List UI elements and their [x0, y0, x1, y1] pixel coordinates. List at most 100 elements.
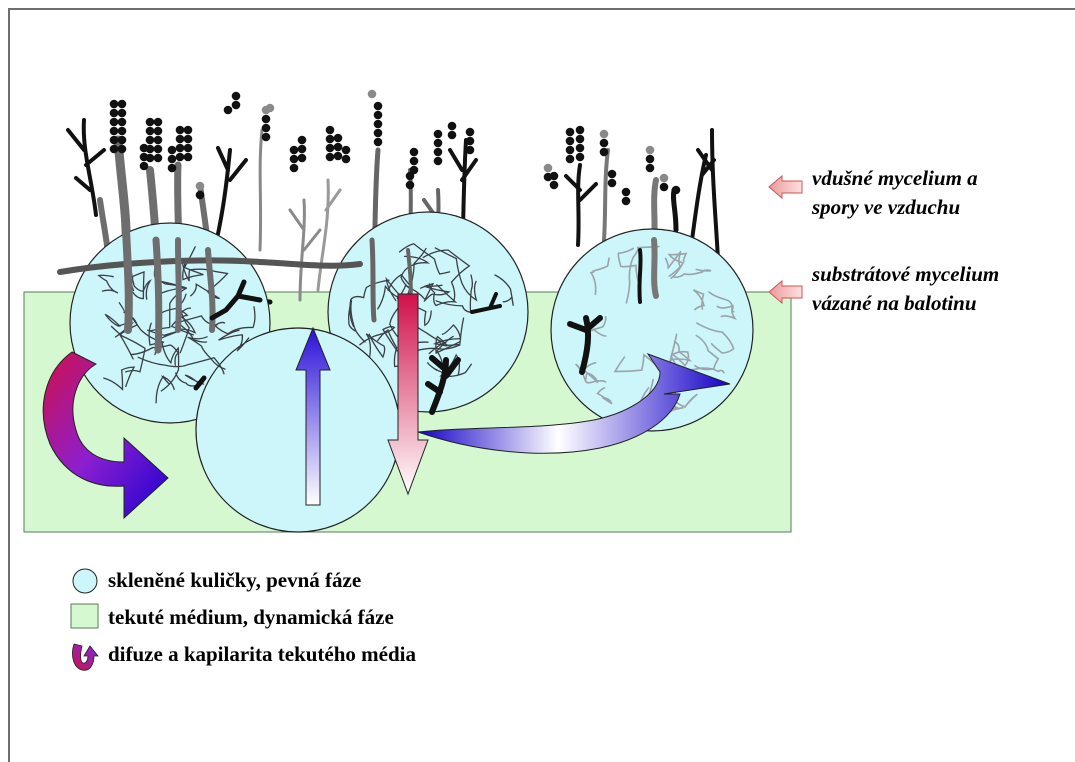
spore [154, 145, 163, 154]
spore [368, 90, 377, 99]
spore [262, 124, 271, 133]
spore [168, 146, 177, 155]
spore [146, 118, 155, 127]
spore [140, 144, 149, 153]
spore [576, 126, 585, 135]
spore [608, 179, 617, 188]
spore [140, 162, 149, 171]
spore [176, 126, 185, 135]
spore [374, 138, 383, 147]
spore [600, 148, 609, 157]
spore [410, 157, 419, 166]
spore [660, 183, 669, 192]
spore [146, 127, 155, 136]
spore [434, 130, 443, 139]
label-substrate-line2: vázané na balotinu [812, 289, 999, 318]
spore [184, 126, 193, 135]
spore [600, 139, 609, 148]
spore [406, 181, 415, 190]
spore [154, 127, 163, 136]
glass-bead-bottom [196, 328, 400, 532]
spore [566, 146, 575, 155]
spore [374, 102, 383, 111]
spore [660, 174, 669, 183]
spore [290, 164, 299, 173]
spore [600, 130, 609, 139]
legend-item-medium: tekuté médium, dynamická fáze [108, 604, 394, 630]
spore [118, 145, 127, 154]
spore [406, 172, 415, 181]
spore [176, 135, 185, 144]
spore [544, 164, 553, 173]
spore [184, 153, 193, 162]
spore [168, 155, 177, 164]
spore [266, 104, 275, 113]
spore [576, 144, 585, 153]
label-substrate-line1: substrátové mycelium [812, 260, 999, 289]
spore [434, 157, 443, 166]
spore [184, 135, 193, 144]
spore [434, 139, 443, 148]
spore [110, 136, 119, 145]
spore [196, 182, 205, 191]
label-aerial-line2: spory ve vzduchu [812, 193, 978, 222]
spore [566, 137, 575, 146]
spore [118, 118, 127, 127]
spore [374, 120, 383, 129]
spore [342, 155, 351, 164]
spore [326, 144, 335, 153]
label-aerial-line1: vdušné mycelium a [812, 164, 978, 193]
spore [232, 92, 241, 101]
spore [466, 137, 475, 146]
spore [434, 148, 443, 157]
spore [342, 146, 351, 155]
spore [622, 188, 631, 197]
label-aerial-mycelium: vdušné mycelium a spory ve vzduchu [812, 164, 978, 222]
spore [576, 135, 585, 144]
spore [118, 100, 127, 109]
spore [140, 153, 149, 162]
spore [146, 136, 155, 145]
spore [232, 101, 241, 110]
spore [466, 146, 475, 155]
circle-icon [73, 569, 97, 593]
spore [448, 122, 457, 131]
spore [110, 127, 119, 136]
spore [448, 131, 457, 140]
spore [326, 126, 335, 135]
spore [196, 191, 205, 200]
spore [118, 127, 127, 136]
spore [110, 109, 119, 118]
spore [550, 172, 559, 181]
spore [334, 152, 343, 161]
spore [608, 170, 617, 179]
spore [262, 133, 271, 142]
spore [224, 106, 233, 115]
spore [298, 145, 307, 154]
spore [298, 154, 307, 163]
spore [334, 143, 343, 152]
legend-item-diffusion: difuze a kapilarita tekutého média [108, 641, 416, 667]
pointer-arrow-aerial [769, 176, 802, 198]
spore [566, 155, 575, 164]
spore [118, 136, 127, 145]
spore [326, 153, 335, 162]
spore [410, 148, 419, 157]
square-icon [71, 604, 98, 628]
spore [290, 155, 299, 164]
spore [326, 135, 335, 144]
spore [646, 164, 655, 173]
spore [576, 153, 585, 162]
spore [262, 115, 271, 124]
spore [110, 145, 119, 154]
spore [374, 111, 383, 120]
spore [374, 129, 383, 138]
spore [110, 118, 119, 127]
label-substrate-mycelium: substrátové mycelium vázané na balotinu [812, 260, 999, 318]
spore [154, 118, 163, 127]
label-pointer-arrows [769, 176, 802, 303]
spore [176, 153, 185, 162]
spore [646, 155, 655, 164]
spore [154, 154, 163, 163]
spore [110, 100, 119, 109]
